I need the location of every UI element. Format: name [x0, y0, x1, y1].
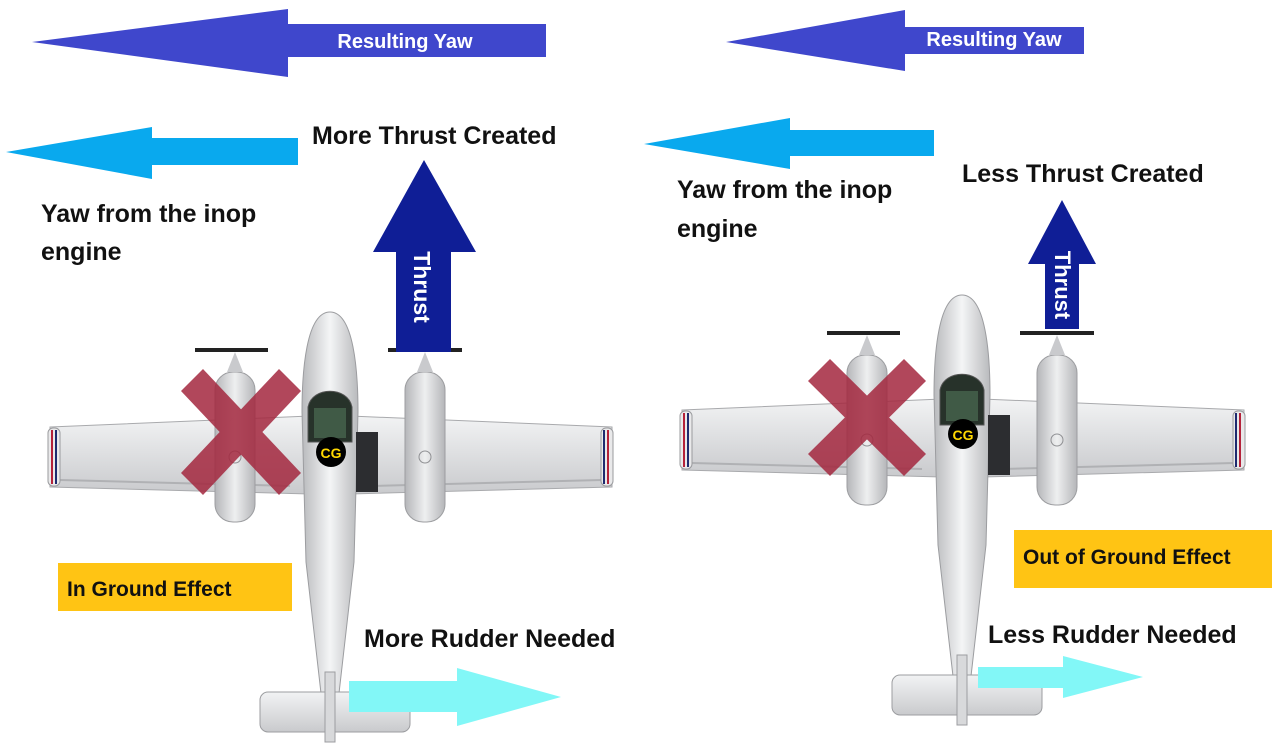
left-rudder-arrow — [349, 668, 561, 726]
right-inop-engine-x-icon — [808, 359, 926, 476]
left-panel: Resulting Yaw More Thrust Created Yaw fr… — [6, 9, 615, 744]
left-inop-engine-x-icon — [181, 369, 301, 495]
right-resulting-yaw-label: Resulting Yaw — [926, 29, 1062, 51]
left-inop-yaw-arrow — [6, 127, 298, 179]
right-aircraft — [678, 293, 1247, 727]
right-rudder-arrow — [978, 656, 1143, 698]
right-inop-yaw-arrow — [644, 118, 934, 169]
left-ground-effect-label: In Ground Effect — [67, 578, 232, 601]
right-thrust-caption: Less Thrust Created — [962, 160, 1204, 188]
right-cg-label: CG — [953, 427, 974, 443]
left-thrust-caption: More Thrust Created — [312, 122, 556, 150]
left-cg-label: CG — [321, 445, 342, 461]
left-cg-marker — [316, 437, 346, 467]
left-thrust-arrow-label: Thrust — [409, 251, 435, 323]
right-ground-effect-label: Out of Ground Effect — [1023, 546, 1231, 569]
left-inop-yaw-line2: engine — [41, 238, 122, 266]
right-ground-effect-box — [1014, 530, 1272, 588]
left-rudder-caption: More Rudder Needed — [364, 625, 615, 653]
left-aircraft — [46, 310, 615, 744]
right-thrust-arrow — [1028, 200, 1096, 329]
right-thrust-arrow-label: Thrust — [1050, 251, 1075, 320]
left-resulting-yaw-label: Resulting Yaw — [337, 31, 473, 53]
right-cg-marker — [948, 419, 978, 449]
right-resulting-yaw-arrow — [726, 10, 1084, 71]
right-panel: Resulting Yaw Less Thrust Created Yaw fr… — [644, 10, 1272, 727]
left-thrust-arrow — [373, 160, 476, 352]
left-resulting-yaw-arrow — [32, 9, 546, 77]
left-inop-yaw-line1: Yaw from the inop — [41, 200, 256, 228]
right-inop-yaw-line2: engine — [677, 215, 758, 243]
left-ground-effect-box — [58, 563, 292, 611]
right-rudder-caption: Less Rudder Needed — [988, 621, 1237, 649]
right-inop-yaw-line1: Yaw from the inop — [677, 176, 892, 204]
